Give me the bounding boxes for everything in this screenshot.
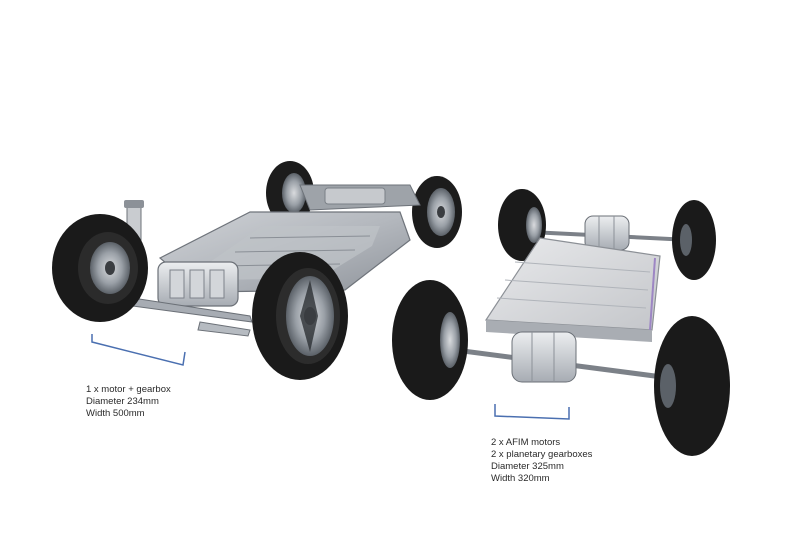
left-caption-bracket: [91, 334, 186, 366]
right-caption-line: 2 x planetary gearboxes: [491, 449, 593, 460]
right-front-tire-right: [654, 316, 730, 456]
left-front-tire-far: [52, 214, 148, 322]
right-caption-line: 2 x AFIM motors: [491, 437, 561, 448]
left-chassis: [52, 161, 462, 380]
right-caption-bracket: [494, 404, 570, 420]
front-afim-motor: [511, 331, 577, 383]
left-caption-line: Diameter 234mm: [86, 396, 159, 407]
left-caption: 1 x motor + gearbox Diameter 234mm Width…: [86, 384, 171, 420]
right-caption-line: Diameter 325mm: [491, 461, 564, 472]
rear-afim-motor: [584, 215, 630, 251]
left-front-tire-near: [252, 252, 348, 380]
right-rear-tire-left: [498, 189, 546, 261]
left-rear-tire-near: [412, 176, 462, 248]
right-caption-line: Width 320mm: [491, 473, 550, 484]
right-battery-pack: [484, 237, 661, 342]
front-motor-gearbox: [157, 261, 239, 307]
right-caption: 2 x AFIM motors 2 x planetary gearboxes …: [491, 437, 592, 485]
right-front-tire-left: [392, 280, 468, 400]
left-caption-line: 1 x motor + gearbox: [86, 384, 171, 395]
left-rear-tire-far: [266, 161, 314, 225]
left-caption-line: Width 500mm: [86, 408, 145, 419]
right-chassis: [392, 189, 730, 456]
right-rear-tire-right: [672, 200, 716, 280]
